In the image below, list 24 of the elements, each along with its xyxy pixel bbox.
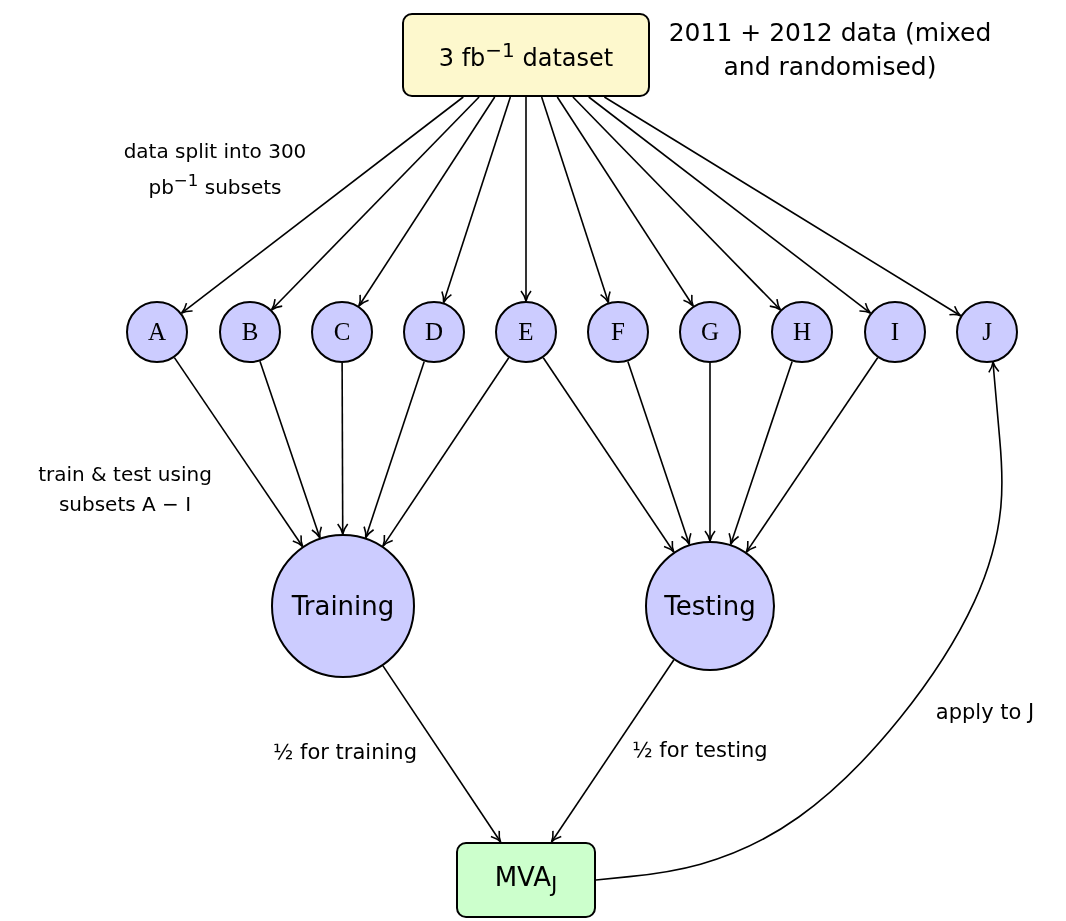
- node-label: J: [982, 318, 992, 346]
- node-label: Testing: [664, 591, 756, 621]
- annotation-text: train & test using subsets A − I: [37, 461, 213, 518]
- node-label: MVA$_{J}$: [494, 862, 558, 898]
- edge-label: ½ for training: [271, 740, 419, 764]
- process-box: [402, 13, 650, 97]
- node-label: G: [700, 318, 720, 346]
- circle-node: [219, 301, 281, 363]
- node-label: A: [147, 318, 167, 346]
- annotation-text: data split into 300 pb$^{−1}$ subsets: [122, 138, 308, 201]
- circle-node: [771, 301, 833, 363]
- node-label: F: [611, 318, 625, 346]
- node-label: 3 fb$^{−1}$ dataset: [438, 38, 614, 72]
- node-label: I: [890, 318, 900, 346]
- node-label: H: [792, 318, 812, 346]
- node-label: D: [424, 318, 444, 346]
- process-box: [456, 842, 596, 918]
- circle-node: [126, 301, 188, 363]
- node-label: E: [518, 318, 534, 346]
- node-label: B: [241, 318, 259, 346]
- node-caption: 2011 + 2012 data (mixed and randomised): [667, 17, 993, 83]
- node-label: C: [333, 318, 351, 346]
- node-label: Training: [291, 591, 395, 621]
- circle-node: [864, 301, 926, 363]
